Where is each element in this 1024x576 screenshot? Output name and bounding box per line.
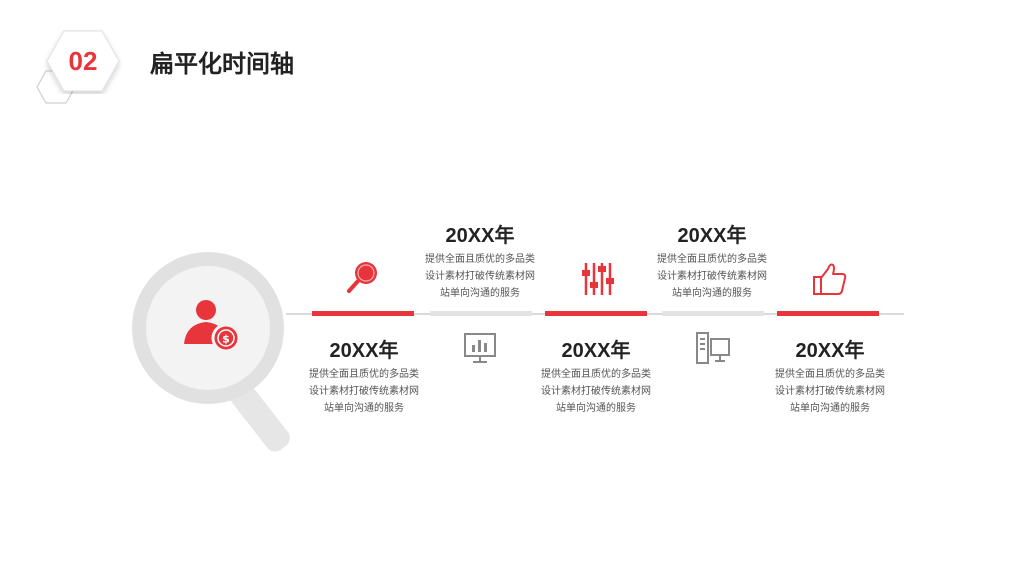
section-number: 02: [68, 46, 98, 76]
timeline-segment-5: [777, 311, 879, 316]
section-number-hexagon: [46, 30, 120, 92]
timeline-year-2: 20XX年: [445, 225, 515, 247]
page-title: 扁平化时间轴: [150, 50, 294, 78]
timeline-segment-4: [662, 311, 764, 316]
timeline-segment-1: [312, 311, 414, 316]
user-dollar-icon: $: [184, 300, 241, 353]
timeline-description-4: 提供全面且质优的多品类 设计素材打破传统素材网 站单向沟通的服务: [657, 254, 767, 299]
timeline-description-3: 提供全面且质优的多品类 设计素材打破传统素材网 站单向沟通的服务: [541, 369, 651, 414]
svg-text:$: $: [222, 333, 230, 346]
timeline-description-1: 提供全面且质优的多品类 设计素材打破传统素材网 站单向沟通的服务: [309, 369, 419, 414]
timeline-year-1: 20XX年: [329, 340, 399, 362]
timeline-description-2: 提供全面且质优的多品类 设计素材打破传统素材网 站单向沟通的服务: [425, 254, 535, 299]
chart-icon: [464, 333, 496, 363]
search-icon: [347, 262, 377, 293]
timeline-year-4: 20XX年: [677, 225, 747, 247]
sliders-icon: [582, 263, 614, 295]
timeline-segment-3: [545, 311, 647, 316]
timeline-year-5: 20XX年: [795, 340, 865, 362]
timeline-segment-2: [430, 311, 532, 316]
thumbs-up-icon: [813, 263, 847, 295]
magnifier-illustration: $: [132, 252, 290, 452]
timeline-year-3: 20XX年: [561, 340, 631, 362]
timeline-description-5: 提供全面且质优的多品类 设计素材打破传统素材网 站单向沟通的服务: [775, 369, 885, 414]
computer-icon: [696, 332, 730, 364]
